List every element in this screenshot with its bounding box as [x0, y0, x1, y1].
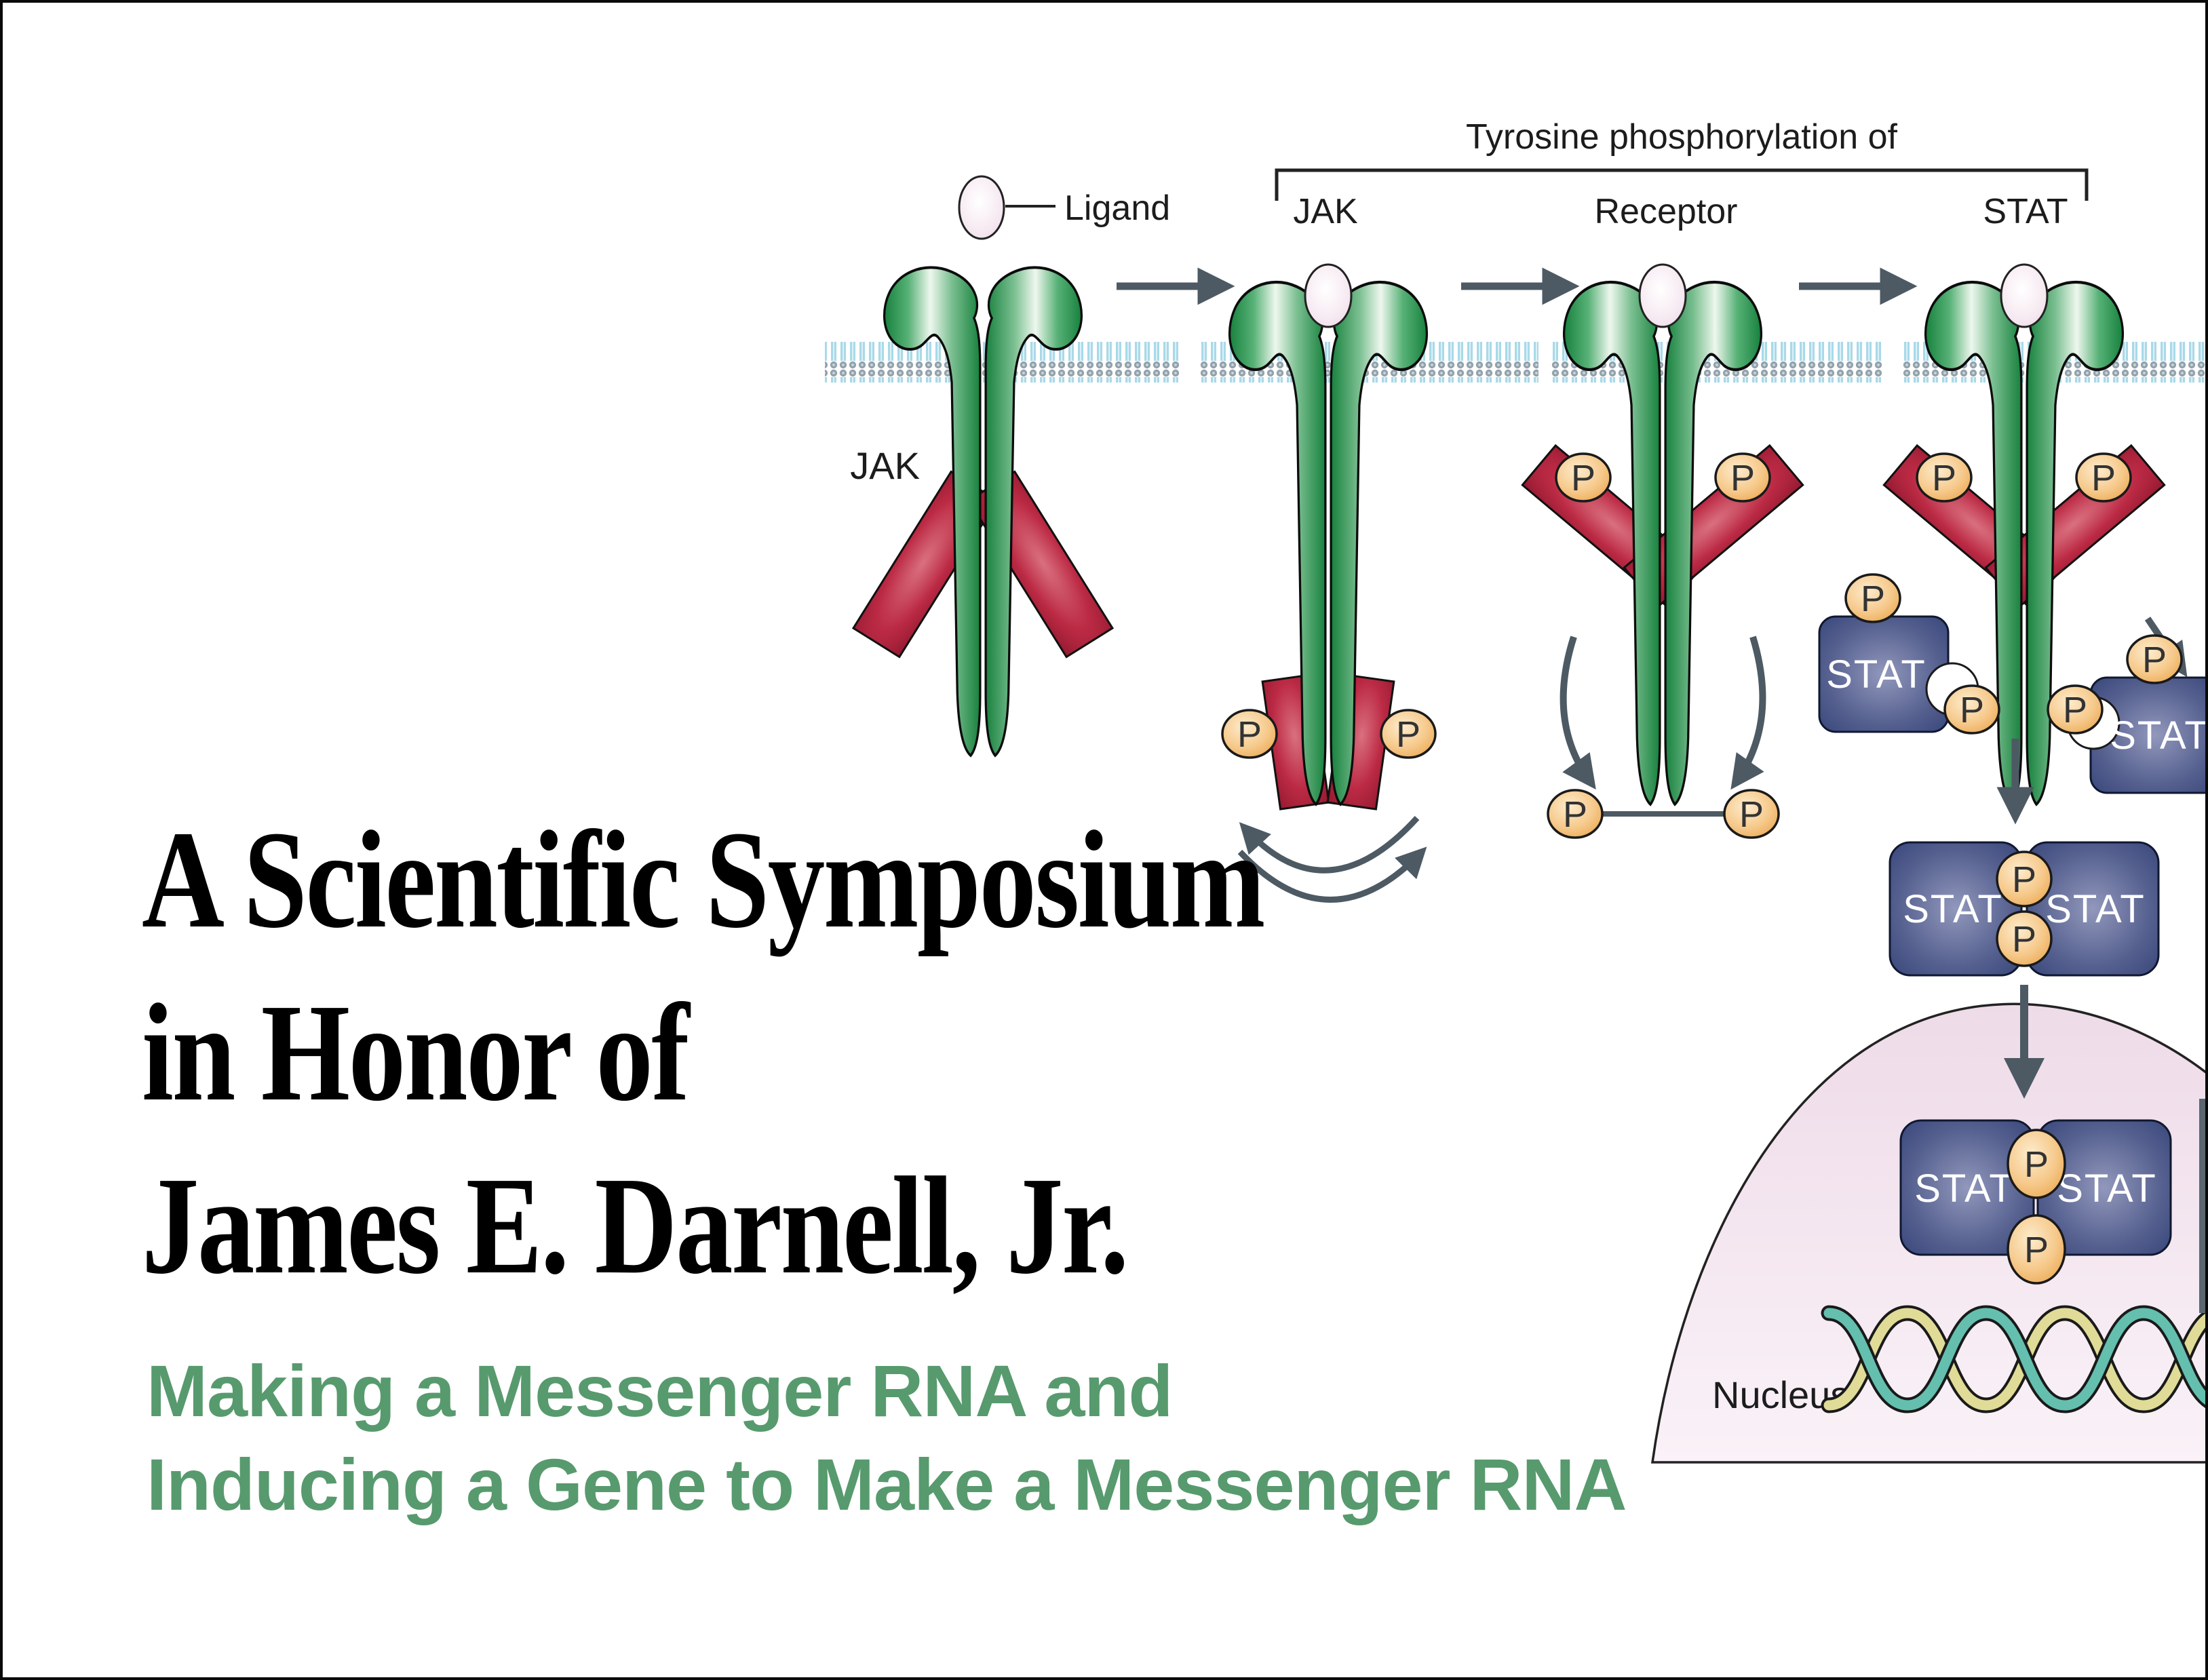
phosphate-label: P	[1739, 794, 1764, 835]
receptor-phosphorylation-arrow	[1560, 636, 1596, 790]
jak-side-label: JAK	[850, 444, 920, 487]
stat-monomer-left: STAT	[1818, 615, 1979, 733]
phosphorylation-header: Tyrosine phosphorylation of JAK Receptor…	[1275, 117, 2089, 231]
phosphate: P	[2007, 1214, 2066, 1285]
ligand-legend: Ligand	[958, 175, 1170, 240]
subtitle-line-2: Inducing a Gene to Make a Messenger RNA	[147, 1443, 1627, 1525]
stat-label: STAT	[1903, 887, 2003, 931]
phosphate: P	[1723, 789, 1780, 839]
stat-label: STAT	[1826, 652, 1926, 697]
phospho-bracket	[1275, 168, 2089, 201]
phosphate-label: P	[2012, 919, 2036, 960]
target-label-stat: STAT	[1983, 192, 2068, 231]
phosphate: P	[2126, 634, 2183, 684]
poster-subtitle: Making a Messenger RNA and Inducing a Ge…	[147, 1344, 1627, 1531]
phosphate: P	[1996, 851, 2053, 907]
stat-box	[2026, 841, 2160, 977]
phosphate: P	[1221, 709, 1278, 759]
title-line-2: in Honor of	[142, 975, 690, 1130]
phosphate-label: P	[1861, 579, 1885, 619]
phospho-header-label: Tyrosine phosphorylation of	[1466, 117, 1897, 157]
phosphate-label: P	[2142, 640, 2167, 680]
phosphate: P	[2047, 684, 2104, 735]
phosphate-label: P	[2024, 1230, 2049, 1270]
phosphate: P	[1844, 573, 1901, 623]
ligand-icon	[2000, 263, 2049, 328]
title-line-3: James E. Darnell, Jr.	[142, 1148, 1129, 1303]
phosphate-label: P	[1563, 794, 1587, 835]
phosphate: P	[1996, 910, 2053, 967]
phosphate-label: P	[1396, 714, 1420, 755]
trans-phosphorylation-arrow	[1237, 846, 1427, 903]
phosphate-label: P	[2024, 1144, 2049, 1185]
bound-ligands	[1304, 263, 2049, 328]
phosphate-label: P	[1730, 458, 1755, 499]
stat-proteins: STAT STAT STAT STAT STAT STAT	[1818, 615, 2208, 1256]
stat-label: STAT	[2110, 714, 2208, 758]
ligand-icon	[958, 175, 1005, 240]
stat-box	[1889, 841, 2023, 977]
poster-title: A Scientific Symposium in Honor of James…	[142, 793, 1265, 1312]
target-label-receptor: Receptor	[1595, 192, 1738, 231]
phosphate-label: P	[1237, 714, 1262, 755]
title-line-1: A Scientific Symposium	[142, 802, 1265, 957]
ligand-icon	[1304, 263, 1353, 328]
phosphate: P	[1943, 684, 2000, 735]
jak-kinases	[851, 444, 2166, 810]
phosphate: P	[1714, 452, 1771, 503]
trans-phosphorylation-arrow	[1239, 815, 1420, 874]
subtitle-line-1: Making a Messenger RNA and	[147, 1350, 1173, 1432]
phosphate-label: P	[2012, 859, 2036, 900]
phosphate-label: P	[1932, 458, 1956, 499]
ligand-icon	[1638, 263, 1687, 328]
phosphate: P	[1547, 789, 1604, 839]
phosphate: P	[2007, 1129, 2066, 1199]
stat-label: STAT	[1914, 1167, 2015, 1211]
phosphate: P	[1916, 452, 1973, 503]
target-label-jak: JAK	[1293, 192, 1358, 231]
stat-label: STAT	[2045, 887, 2146, 931]
gene-bracket	[2199, 1099, 2205, 1313]
phosphate-label: P	[2063, 690, 2087, 730]
phosphate-label: P	[1571, 458, 1595, 499]
jak-stat-pathway-diagram: Tyrosine phosphorylation of JAK Receptor…	[825, 117, 2208, 1464]
phosphate: P	[2075, 452, 2132, 503]
dna-helix	[1821, 1305, 2205, 1413]
receptor-phosphorylation-arrow	[1730, 636, 1766, 790]
ligand-label: Ligand	[1064, 189, 1170, 228]
phosphate: P	[1555, 452, 1612, 503]
stat-dimer-cytoplasm: STAT STAT	[1889, 841, 2160, 977]
phosphates: P P P P P P P P P P P P P P P P	[1221, 452, 2183, 1285]
phosphate: P	[1380, 709, 1437, 759]
stat-dimer-nucleus: STAT STAT	[1899, 1119, 2172, 1256]
stat-label: STAT	[2057, 1167, 2157, 1211]
phosphate-label: P	[2091, 458, 2116, 499]
phosphate-label: P	[1960, 690, 1984, 730]
